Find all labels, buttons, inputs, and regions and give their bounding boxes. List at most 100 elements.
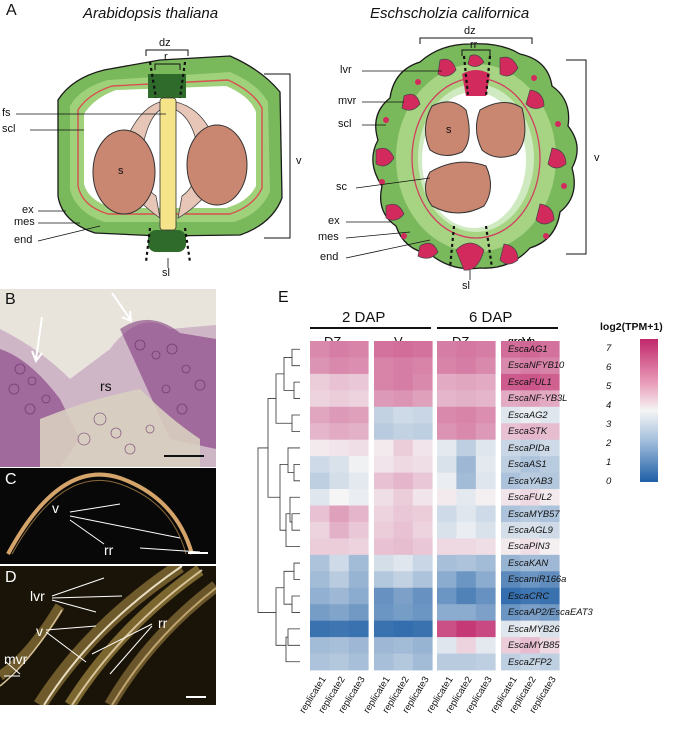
heatmap-cell [310, 423, 330, 441]
heatmap-cell [437, 554, 457, 572]
heatmap-cell [393, 637, 414, 654]
heatmap-cell [520, 571, 541, 589]
arabidopsis-cross-section-diagram [16, 49, 291, 268]
heatmap-cell [475, 521, 496, 539]
heatmap-cell [374, 620, 394, 638]
heatmap-cell [520, 357, 541, 375]
heatmap-cell [437, 341, 457, 358]
heatmap-cell [412, 439, 433, 457]
heatmap-cell [310, 341, 330, 358]
heatmap-cell [539, 505, 560, 523]
heatmap-cell [437, 604, 457, 622]
heatmap-cell [348, 390, 369, 408]
legend-tick-4: 4 [606, 400, 612, 411]
gene-label: EscaMYB57 [508, 507, 560, 519]
photo-c-label-v: v [52, 500, 59, 516]
heatmap-cell [374, 505, 394, 523]
heatmap-cell [329, 538, 350, 556]
heatmap-cell [412, 489, 433, 506]
gene-label: EscaAG2 [508, 408, 548, 420]
legend-tick-0: 0 [606, 476, 612, 487]
heatmap-cell [520, 554, 541, 572]
heatmap-cell [437, 390, 457, 408]
heatmap-cell [348, 653, 369, 671]
scale-bar-b [164, 455, 204, 457]
arabidopsis-v-bracket [264, 73, 291, 239]
heatmap-cell [393, 373, 414, 391]
heatmap-cell [456, 571, 477, 589]
heatmap-cell [501, 554, 521, 572]
heatmap-cell [520, 637, 541, 654]
heatmap-cell [475, 390, 496, 408]
heatmap-cell [539, 620, 560, 638]
heatmap-cell [412, 373, 433, 391]
heatmap-cell [329, 521, 350, 539]
heatmap-cell [310, 390, 330, 408]
heatmap-cell [412, 554, 433, 572]
heatmap-cell [348, 439, 369, 457]
gene-label: EscaYAB3 [508, 474, 553, 486]
heatmap-cell [374, 406, 394, 424]
heatmap-cell [501, 637, 521, 654]
heatmap-cell [475, 489, 496, 506]
gene-label: EscamiR166a [508, 573, 567, 585]
heatmap-cell [520, 587, 541, 605]
eschscholzia-cross-section-diagram [345, 37, 587, 280]
eschscholzia-medial-vascular-dots [379, 75, 567, 239]
gene-label: EscaZFP2 [508, 655, 552, 667]
legend-tick-7: 7 [606, 343, 612, 354]
heatmap-cell [539, 521, 560, 539]
heatmap-cell [437, 505, 457, 523]
heatmap-cell [456, 341, 477, 358]
eschscholzia-label-sc: sc [336, 181, 347, 193]
heatmap-cell [520, 406, 541, 424]
heatmap-cell [475, 373, 496, 391]
gene-label: EscaFUL2 [508, 491, 552, 503]
heatmap-cell [412, 604, 433, 622]
heatmap-cell [501, 373, 521, 391]
heatmap-cell [456, 538, 477, 556]
legend-tick-3: 3 [606, 419, 612, 430]
heatmap-cell [412, 357, 433, 375]
gene-label: EscaPIN3 [508, 540, 550, 552]
heatmap-cell [329, 587, 350, 605]
heatmap-cell [348, 423, 369, 441]
heatmap-cell [539, 489, 560, 506]
heatmap-cell [501, 439, 521, 457]
photo-fruit-ribs [0, 566, 216, 705]
heatmap-cell [393, 489, 414, 506]
heatmap-cell [520, 604, 541, 622]
heatmap-cell [310, 604, 330, 622]
photo-fruit-arc [6, 472, 201, 555]
heatmap-cell [348, 489, 369, 506]
heatmap-cell [393, 521, 414, 539]
gene-label: EscaAS1 [508, 458, 547, 470]
heatmap-cell [475, 571, 496, 589]
heatmap-cell [501, 521, 521, 539]
heatmap-cell [374, 521, 394, 539]
heatmap-cell [310, 653, 330, 671]
heatmap-cell [456, 439, 477, 457]
heatmap-cell [475, 439, 496, 457]
heatmap-cell [437, 653, 457, 671]
heatmap-cell [329, 456, 350, 473]
eschscholzia-replum-top [462, 70, 490, 96]
gene-label: EscaAG1 [508, 343, 548, 354]
heatmap-cell [520, 653, 541, 671]
row-dendrogram [257, 348, 300, 663]
heatmap-cell [501, 406, 521, 424]
heatmap-cell [310, 357, 330, 375]
scale-bar-d [186, 696, 206, 698]
heatmap-cell [310, 489, 330, 506]
heatmap-cell [348, 406, 369, 424]
heatmap-cell [520, 423, 541, 441]
heatmap-cell [374, 653, 394, 671]
eschscholzia-v-bracket [566, 59, 587, 255]
heatmap-cell [412, 390, 433, 408]
heatmap-cell [310, 439, 330, 457]
heatmap-cell [329, 653, 350, 671]
heatmap-cell [374, 587, 394, 605]
heatmap-cell [475, 653, 496, 671]
heatmap-cell [374, 604, 394, 622]
heatmap-cell [412, 505, 433, 523]
